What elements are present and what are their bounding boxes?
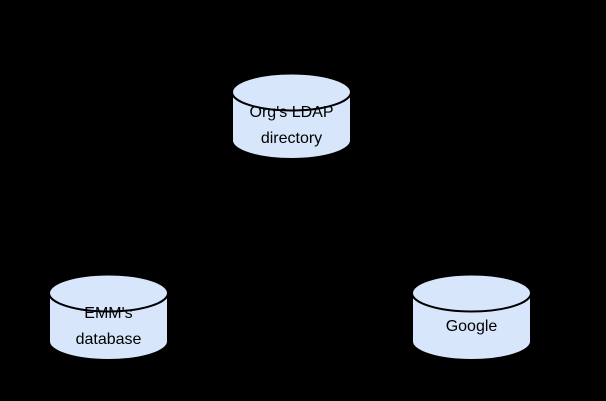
node-orgs-ldap-directory: Org's LDAP directory: [231, 72, 352, 160]
cylinder-top: [231, 72, 352, 112]
node-emms-database: EMM's database: [48, 273, 169, 361]
database-cylinder-icon: [411, 273, 532, 361]
cylinder-top: [48, 273, 169, 313]
database-cylinder-icon: [231, 72, 352, 160]
database-cylinder-icon: [48, 273, 169, 361]
node-google: Google: [411, 273, 532, 361]
cylinder-top: [411, 273, 532, 313]
